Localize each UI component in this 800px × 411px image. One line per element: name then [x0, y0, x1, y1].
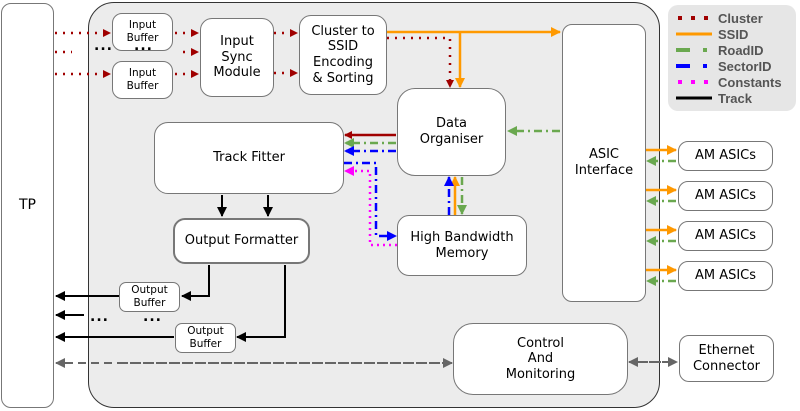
- ethernet-connector: Ethernet Connector: [679, 335, 774, 382]
- asic-interface: ASIC Interface: [562, 24, 646, 302]
- track-line-swatch: [676, 96, 712, 100]
- output-formatter: Output Formatter: [173, 218, 310, 264]
- legend-label: RoadID: [718, 42, 764, 58]
- am-asics-2: AM ASICs: [678, 181, 773, 211]
- legend-label: SectorID: [718, 58, 772, 74]
- high-bandwidth-memory: High Bandwidth Memory: [397, 215, 527, 276]
- cluster-to-organiser: [387, 36, 454, 88]
- roadid-line-swatch: [676, 48, 712, 52]
- tp-block: TP: [1, 3, 54, 408]
- legend-label: SSID: [718, 26, 749, 42]
- track-formatter-to-buffer1: [181, 265, 210, 301]
- ellipsis-output-left: ...: [90, 309, 109, 325]
- legend-item-constants: Constants: [676, 74, 782, 90]
- legend-label: Cluster: [718, 10, 763, 26]
- constants-hbm-to-fitter: [344, 166, 397, 247]
- input-buffer-2: Input Buffer: [112, 61, 173, 99]
- sectorid-fitter-to-hbm: [344, 161, 397, 241]
- ssid-line-swatch: [676, 32, 712, 36]
- output-buffer-2: Output Buffer: [175, 323, 236, 353]
- cluster-ssid-encoding: Cluster to SSID Encoding & Sorting: [299, 15, 387, 95]
- ellipsis-input-buffer: ...: [134, 38, 153, 54]
- am-asics-4: AM ASICs: [678, 261, 773, 291]
- legend-label: Constants: [718, 74, 782, 90]
- constants-line-swatch: [678, 80, 712, 84]
- legend-item-roadid: RoadID: [676, 42, 764, 58]
- legend-item-ssid: SSID: [676, 26, 748, 42]
- track-fitter: Track Fitter: [154, 122, 344, 194]
- ellipsis-output-buffer: ...: [143, 309, 162, 325]
- ellipsis-input-left: ...: [94, 38, 113, 54]
- output-buffer-1: Output Buffer: [119, 282, 180, 312]
- legend-item-track: Track: [676, 90, 752, 106]
- data-organiser: Data Organiser: [397, 88, 506, 176]
- input-buffer-1: Input Buffer: [112, 13, 173, 51]
- am-asics-1: AM ASICs: [678, 141, 773, 171]
- control-and-monitoring: Control And Monitoring: [453, 323, 628, 395]
- cluster-line-swatch: [678, 16, 712, 20]
- legend-item-sectorid: SectorID: [676, 58, 771, 74]
- input-sync-module: Input Sync Module: [200, 18, 274, 97]
- sectorid-line-swatch: [676, 64, 712, 68]
- legend-label: Track: [718, 90, 752, 106]
- legend-item-cluster: Cluster: [676, 10, 763, 26]
- legend: Cluster SSID RoadID SectorID Constants T…: [668, 5, 796, 111]
- am-asics-3: AM ASICs: [678, 221, 773, 251]
- track-formatter-to-buffer2: [236, 265, 286, 342]
